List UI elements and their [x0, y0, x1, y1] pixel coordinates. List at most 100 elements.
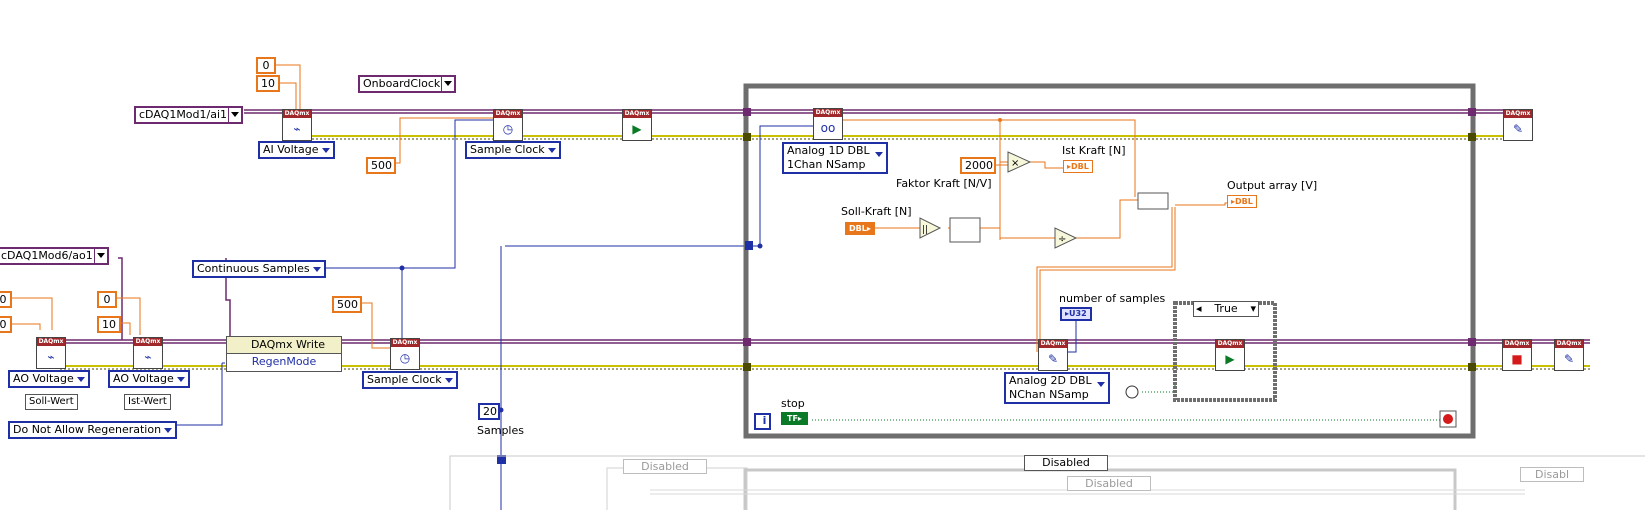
- write-type-selector[interactable]: Analog 2D DBL NChan NSamp: [1004, 372, 1110, 404]
- play-glyph: ▶: [1225, 352, 1235, 366]
- min-ao-left-constant[interactable]: 0: [0, 291, 12, 308]
- daqmx-stop-task-icon[interactable]: DAQmx ■: [1502, 339, 1532, 371]
- rate-ao-constant[interactable]: 500: [332, 296, 362, 313]
- daqmx-clear-task-top-icon[interactable]: DAQmx✎: [1503, 109, 1533, 141]
- min-value-constant[interactable]: 0: [256, 57, 276, 74]
- case-next-icon[interactable]: ▾: [1250, 302, 1256, 315]
- chevron-down-icon[interactable]: [228, 108, 241, 122]
- wait-timer-icon: [1125, 385, 1139, 399]
- rate-ai-constant[interactable]: 500: [366, 157, 396, 174]
- while-loop[interactable]: [743, 83, 1476, 439]
- daqmx-header: DAQmx: [134, 338, 162, 346]
- glasses-glyph: oo: [820, 121, 836, 135]
- daqmx-create-channel-ai-icon[interactable]: DAQmx⌁: [282, 109, 312, 141]
- chevron-down-icon[interactable]: [441, 77, 454, 91]
- daqmx-start-task-bottom-icon[interactable]: DAQmx ▶: [1215, 339, 1245, 371]
- case-prev-icon[interactable]: ◂: [1196, 302, 1202, 315]
- channel-glyph: ⌁: [144, 350, 152, 364]
- output-array-label: Output array [V]: [1227, 179, 1318, 192]
- faktor-kraft-label: Faktor Kraft [N/V]: [896, 177, 992, 190]
- daqmx-write-property-node[interactable]: DAQmx Write RegenMode: [226, 336, 342, 372]
- disabled-selector-main[interactable]: Disabled: [1024, 455, 1108, 471]
- clock-source-label: OnboardClock: [363, 77, 441, 90]
- stop-label: stop: [781, 397, 805, 410]
- daqmx-create-channel-ao2-icon[interactable]: DAQmx ⌁: [133, 337, 163, 369]
- faktor-constant[interactable]: 2000: [960, 157, 996, 174]
- property-regen-mode[interactable]: RegenMode: [251, 355, 317, 368]
- daqmx-header: DAQmx: [623, 110, 651, 118]
- sample-clock-bottom-selector[interactable]: Sample Clock: [362, 371, 458, 389]
- disabled-selector-right[interactable]: Disabl: [1520, 467, 1584, 482]
- case-label: Disabled: [1042, 456, 1090, 469]
- iteration-label: i: [762, 414, 767, 427]
- daqmx-header: DAQmx: [1504, 110, 1532, 118]
- ist-kraft-indicator: ▸DBL: [1063, 160, 1093, 173]
- chevron-down-icon[interactable]: [93, 249, 107, 263]
- play-glyph: ▶: [632, 122, 642, 136]
- sample-clock-top-selector[interactable]: Sample Clock: [465, 141, 561, 159]
- pen-glyph: ✎: [1047, 352, 1059, 366]
- regeneration-mode-selector[interactable]: Do Not Allow Regeneration: [8, 421, 178, 439]
- channel-glyph: ⌁: [47, 350, 55, 364]
- loop-tunnels: [497, 108, 1476, 464]
- daqmx-read-icon[interactable]: DAQmx oo: [813, 108, 843, 140]
- daqmx-header: DAQmx: [37, 338, 65, 346]
- abs-node: ||: [919, 217, 942, 239]
- daqmx-header: DAQmx: [494, 110, 522, 118]
- channel-label: cDAQ1Mod6/ao1: [1, 249, 93, 262]
- ao-voltage-2-selector[interactable]: AO Voltage: [108, 370, 190, 388]
- number-of-samples-label: number of samples: [1059, 292, 1166, 305]
- daqmx-header: DAQmx: [1039, 340, 1067, 348]
- ao-physical-channel[interactable]: cDAQ1Mod6/ao1: [0, 247, 109, 265]
- clock-source-constant[interactable]: OnboardClock: [358, 75, 457, 93]
- daqmx-timing-top-icon[interactable]: DAQmx ◷: [493, 109, 523, 141]
- max-value-constant[interactable]: 10: [256, 75, 280, 92]
- output-array-indicator: ▸DBL: [1227, 195, 1257, 208]
- svg-text:||: ||: [922, 225, 928, 235]
- initialize-array-node: [949, 217, 981, 243]
- case-selector-true[interactable]: ◂ True ▾: [1193, 301, 1259, 317]
- daqmx-create-channel-ao1-icon[interactable]: DAQmx ⌁: [36, 337, 66, 369]
- ai-physical-channel[interactable]: cDAQ1Mod1/ai1: [134, 106, 244, 124]
- daqmx-clear-task-bottom-icon[interactable]: DAQmx✎: [1554, 339, 1584, 371]
- daqmx-write-icon[interactable]: DAQmx ✎: [1038, 339, 1068, 371]
- case-label: Disabled: [641, 460, 689, 473]
- stop-glyph: ■: [1511, 352, 1523, 366]
- stop-control[interactable]: TF▸: [781, 412, 808, 425]
- channel-label: cDAQ1Mod1/ai1: [139, 108, 228, 121]
- disabled-selector-left[interactable]: Disabled: [623, 459, 707, 474]
- daqmx-start-task-top-icon[interactable]: DAQmx ▶: [622, 109, 652, 141]
- divide-node: ÷: [1054, 227, 1078, 249]
- read-type-selector[interactable]: Analog 1D DBL 1Chan NSamp: [782, 142, 888, 174]
- disabled-selector-inner[interactable]: Disabled: [1067, 476, 1151, 491]
- bool-wire: [812, 375, 1440, 421]
- ao-voltage-1-selector[interactable]: AO Voltage: [8, 370, 90, 388]
- iteration-terminal-icon: [754, 413, 771, 430]
- dbl-type: DBL: [1235, 197, 1253, 206]
- daqmx-header: DAQmx: [1216, 340, 1244, 348]
- daqmx-header: DAQmx: [1555, 340, 1583, 348]
- daqmx-header: DAQmx: [814, 109, 842, 117]
- soll-kraft-label: Soll-Kraft [N]: [841, 205, 912, 218]
- max-ao-constant[interactable]: 10: [97, 316, 121, 333]
- daqmx-header: DAQmx: [1503, 340, 1531, 348]
- multiply-node: ×: [1007, 151, 1032, 173]
- case-label: Disabled: [1085, 477, 1133, 490]
- max-ao-left-constant[interactable]: 0: [0, 316, 12, 333]
- dbl-type: DBL: [849, 224, 867, 233]
- ai-voltage-selector[interactable]: AI Voltage: [258, 141, 335, 159]
- channel-glyph: ⌁: [293, 122, 301, 136]
- samples-label: Samples: [477, 424, 524, 437]
- clock-glyph: ◷: [502, 122, 514, 136]
- samples-constant[interactable]: 20: [478, 403, 500, 420]
- daqmx-timing-bottom-icon[interactable]: DAQmx◷: [390, 338, 420, 370]
- task-wire-top: [244, 109, 1510, 114]
- error-wire-top: [300, 135, 1510, 140]
- property-node-title: DAQmx Write: [227, 337, 341, 354]
- min-ao-constant[interactable]: 0: [97, 291, 117, 308]
- continuous-samples-selector[interactable]: Continuous Samples: [192, 260, 326, 278]
- soll-kraft-control[interactable]: DBL▸: [845, 222, 875, 235]
- number-of-samples-control[interactable]: ▸U32: [1060, 307, 1092, 321]
- ist-kraft-label: Ist Kraft [N]: [1062, 144, 1126, 157]
